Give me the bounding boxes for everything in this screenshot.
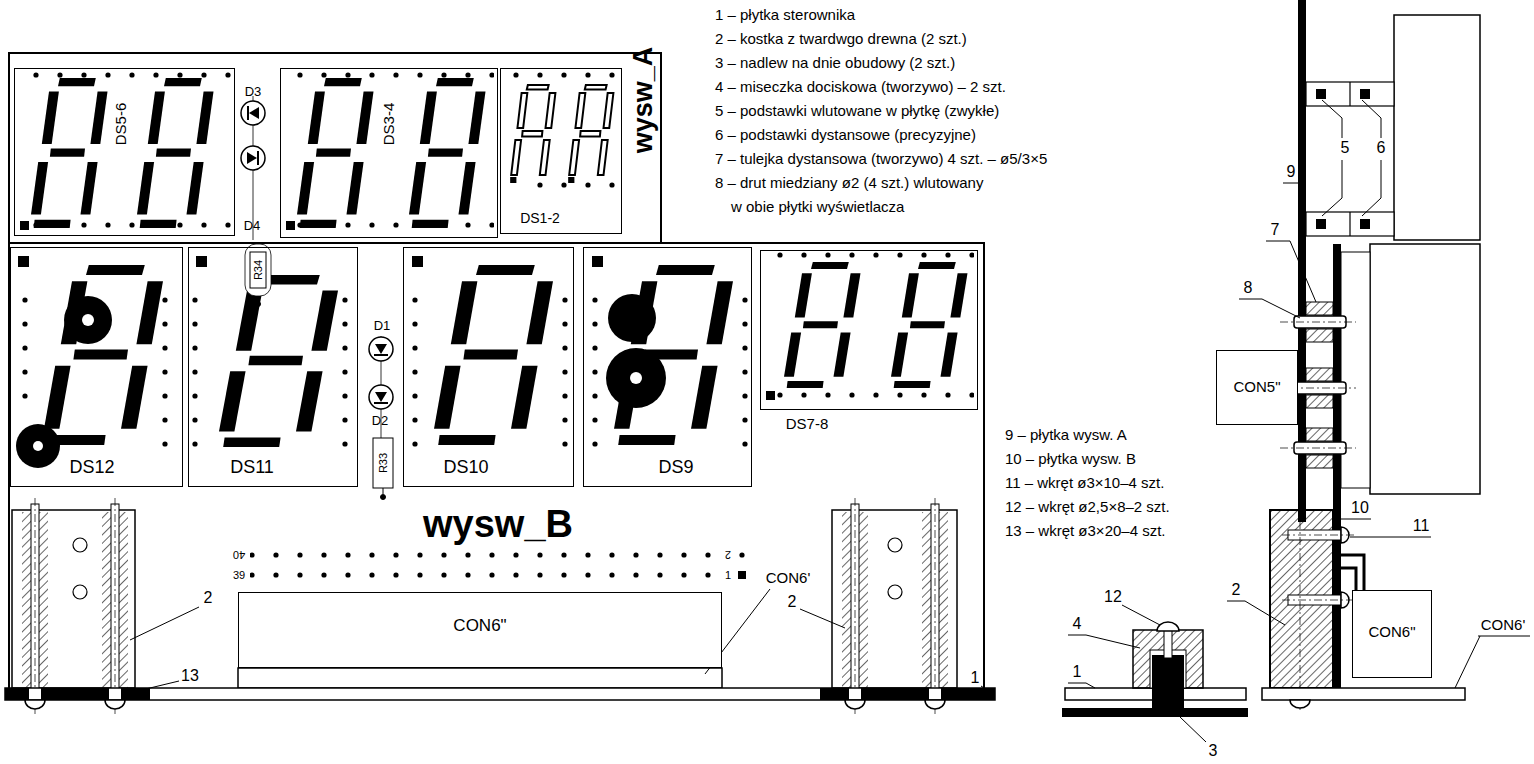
parts-list-item: 5 – podstawki wlutowane w płytkę (zwykłe… — [715, 99, 999, 123]
parts-list-item: 11 – wkręt ø3×10–4 szt. — [1005, 471, 1164, 495]
component-ref: D1 — [374, 319, 391, 333]
parts-list-item: 6 – podstawki dystansowe (precyzyjne) — [715, 123, 976, 147]
pin-number: 1 — [725, 569, 731, 581]
leader-line — [1068, 100, 1530, 742]
display-board: wysw_ADS5-6DS3-4DS1-2 — [8, 52, 662, 242]
connector-box: CON6" — [1352, 590, 1432, 678]
parts-list-item: 9 – płytka wysw. A — [1005, 423, 1127, 447]
callout-number: 12 — [1104, 588, 1122, 606]
callout-number: 13 — [181, 667, 199, 685]
callout-number: 3 — [1209, 742, 1218, 760]
display-module: DS1-2 — [500, 68, 622, 234]
callout-number: 7 — [1271, 221, 1280, 239]
parts-list-item: 1 – płytka sterownika — [715, 3, 855, 27]
display-module: DS5-6 — [14, 68, 235, 236]
callout-number: 2 — [788, 593, 797, 611]
wood-block — [12, 498, 957, 716]
callout-number: 9 — [1287, 163, 1296, 181]
module-label: DS5-6 — [113, 103, 130, 146]
parts-list-item: 13 – wkręt ø3×20–4 szt. — [1005, 519, 1166, 543]
parts-list-item: 3 – nadlew na dnie obudowy (2 szt.) — [715, 51, 955, 75]
component-ref: R34 — [252, 260, 264, 280]
display-module: DS3-4 — [280, 68, 498, 238]
callout-number: 1 — [971, 669, 980, 687]
module-label: DS7-8 — [786, 416, 829, 433]
parts-list-item: 2 – kostka z twardwgo drewna (2 szt.) — [715, 27, 967, 51]
callout-number: 4 — [1073, 615, 1082, 633]
callout-number: 10 — [1351, 499, 1369, 517]
callout-number: 6 — [1377, 139, 1386, 157]
module-label: DS3-4 — [381, 103, 398, 146]
display-module: DS11 — [188, 247, 358, 487]
module-label: DS11 — [230, 458, 274, 478]
component-ref: D3 — [245, 85, 262, 99]
parts-list-item: 10 – płytka wysw. B — [1005, 447, 1136, 471]
diode-symbol — [241, 96, 393, 438]
controller-board — [5, 688, 995, 709]
parts-list-item: 8 – drut miedziany ø2 (4 szt.) wlutowany… — [715, 171, 988, 219]
display-board: wysw_B DS12 DS11 DS10 DS9 DS7-8CON6" — [8, 242, 985, 688]
display-module: DS9 — [583, 247, 752, 487]
callout-number: 2 — [204, 589, 213, 607]
component-ref: R33 — [377, 453, 389, 473]
parts-list-item: 4 – miseczka dociskowa (tworzywo) – 2 sz… — [715, 75, 1006, 99]
parts-list-item: 7 – tulejka dystansowa (tworzywo) 4 szt.… — [715, 147, 1047, 171]
callout-number: 1 — [1073, 663, 1082, 681]
display-module: DS12 — [10, 247, 183, 487]
connector-name: CON6" — [1369, 624, 1416, 641]
board-name: wysw_B — [423, 505, 573, 543]
connector-name: CON5" — [1234, 379, 1281, 396]
module-label: DS10 — [443, 458, 488, 478]
side-view — [1062, 0, 1480, 717]
module-label: DS9 — [658, 458, 693, 478]
connector-label: CON6' — [1481, 617, 1526, 634]
component-ref: D2 — [372, 414, 389, 428]
leader-line — [125, 589, 990, 694]
callout-number: 11 — [1413, 517, 1430, 535]
connector-box: CON5" — [1216, 350, 1298, 425]
pin-number: 39 — [233, 569, 245, 581]
connector-pins — [238, 550, 746, 688]
module-label: DS12 — [69, 458, 114, 478]
callout-number: 5 — [1341, 139, 1350, 157]
board-name: wysw_A — [630, 47, 657, 154]
connector-label: CON6' — [766, 570, 811, 587]
parts-list-item: 12 – wkręt ø2,5×8–2 szt. — [1005, 495, 1170, 519]
connector-name: CON6" — [453, 617, 506, 636]
connector-box: CON6" — [238, 592, 722, 668]
display-module: DS10 — [403, 247, 574, 487]
component-ref: D4 — [244, 219, 261, 233]
module-label: DS1-2 — [520, 211, 560, 226]
callout-number: 8 — [1244, 279, 1253, 297]
display-module: DS7-8 — [760, 250, 978, 410]
callout-number: 2 — [1232, 581, 1241, 599]
pin-number: 2 — [725, 549, 731, 561]
pin-number: 40 — [233, 549, 245, 561]
